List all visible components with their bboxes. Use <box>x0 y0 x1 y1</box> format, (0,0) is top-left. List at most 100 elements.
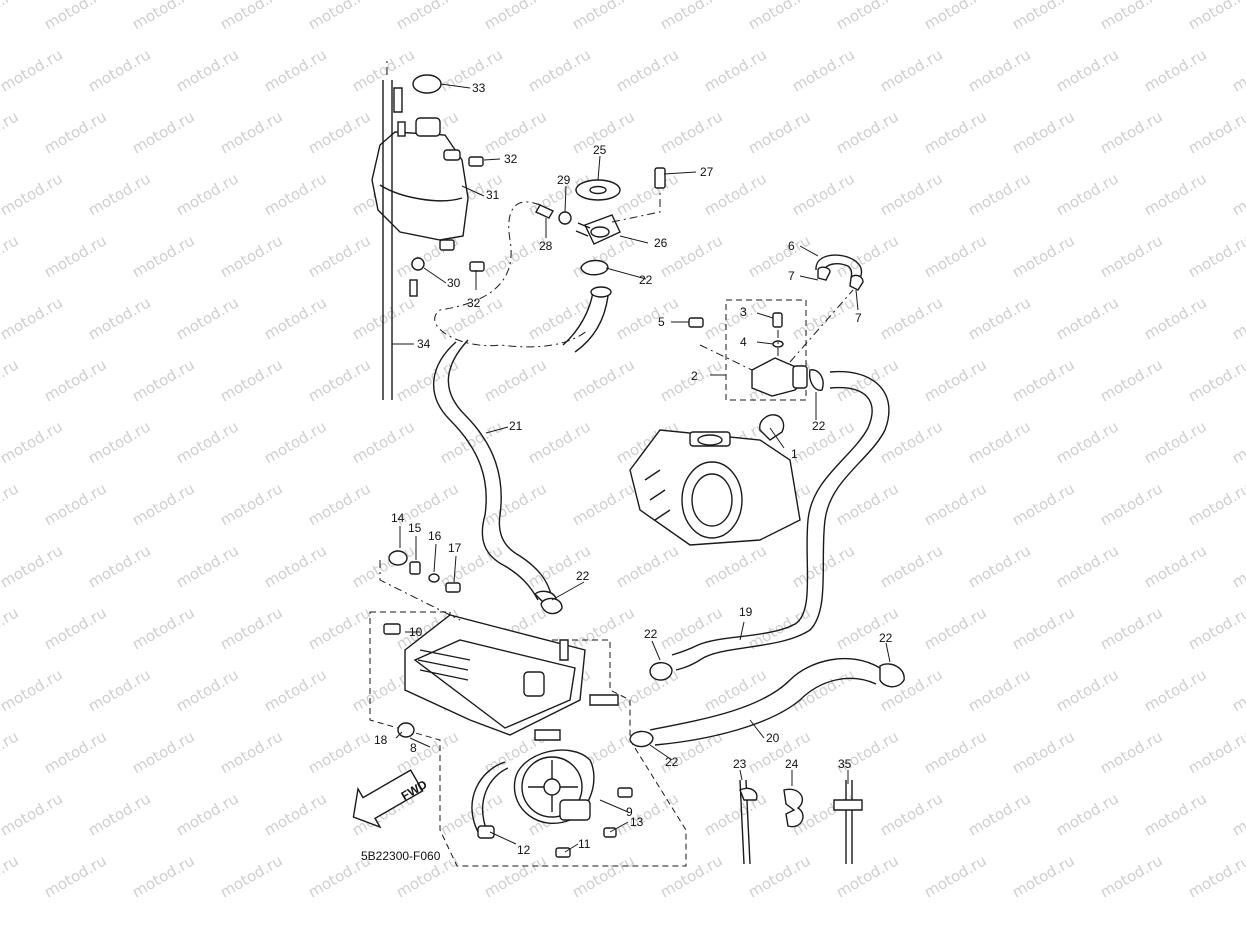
watermark-text: motod.ru <box>0 355 22 405</box>
callout-35: 35 <box>838 757 852 771</box>
reservoir-tank <box>371 117 469 251</box>
watermark-text: motod.ru <box>525 417 594 467</box>
watermark-text: motod.ru <box>41 851 110 901</box>
watermark-layer: motod.ru motod.ru motod.ru motod.ru motod.ru… <box>0 0 1246 901</box>
watermark-text: motod.ru <box>1009 0 1078 33</box>
watermark-text: motod.ru <box>1141 789 1210 839</box>
watermark-text: motod.ru <box>0 541 66 591</box>
watermark-text: motod.ru <box>1053 417 1122 467</box>
watermark-text: motod.ru <box>1185 0 1246 33</box>
watermark-text: motod.ru <box>305 231 374 281</box>
watermark-text: motod.ru <box>481 0 550 33</box>
watermark-text: motod.ru <box>217 107 286 157</box>
callout-10: 10 <box>409 625 423 639</box>
watermark-text: motod.ru <box>1185 851 1246 901</box>
callout-3: 3 <box>740 305 747 319</box>
clamp-22-cap <box>580 259 609 276</box>
watermark-text: motod.ru <box>1097 603 1166 653</box>
watermark-text: motod.ru <box>437 789 506 839</box>
watermark-text: motod.ru <box>1097 0 1166 33</box>
callout-14: 14 <box>391 511 405 525</box>
watermark-text: motod.ru <box>305 727 374 777</box>
callout-9: 9 <box>626 805 633 819</box>
fan-bracket <box>471 761 509 835</box>
watermark-text: motod.ru <box>833 851 902 901</box>
watermark-text: motod.ru <box>877 293 946 343</box>
watermark-text: motod.ru <box>393 231 462 281</box>
watermark-text: motod.ru <box>0 479 22 529</box>
watermark-text: motod.ru <box>305 355 374 405</box>
watermark-text: motod.ru <box>173 169 242 219</box>
watermark-text: motod.ru <box>1053 169 1122 219</box>
watermark-text: motod.ru <box>877 541 946 591</box>
watermark-text: motod.ru <box>1141 665 1210 715</box>
watermark-text: motod.ru <box>1185 107 1246 157</box>
watermark-text: motod.ru <box>921 0 990 33</box>
thermostat <box>759 414 785 441</box>
watermark-text: motod.ru <box>1229 169 1246 219</box>
clamp-22-hose20-right <box>879 663 905 688</box>
callout-28: 28 <box>539 239 553 253</box>
watermark-text: motod.ru <box>481 479 550 529</box>
watermark-text: motod.ru <box>1009 851 1078 901</box>
callout-11: 11 <box>578 837 591 851</box>
watermark-text: motod.ru <box>217 727 286 777</box>
watermark-text: motod.ru <box>965 417 1034 467</box>
watermark-text: motod.ru <box>1141 169 1210 219</box>
callout-15: 15 <box>408 521 422 535</box>
callout-8: 8 <box>410 741 417 755</box>
callout-19: 19 <box>739 605 753 619</box>
collar-15 <box>409 561 421 575</box>
watermark-text: motod.ru <box>217 0 286 33</box>
watermark-text: motod.ru <box>0 665 66 715</box>
watermark-text: motod.ru <box>1053 541 1122 591</box>
callout-7b: 7 <box>855 311 862 325</box>
watermark-text: motod.ru <box>1229 789 1246 839</box>
thermostat-group-box <box>725 299 807 401</box>
watermark-text: motod.ru <box>965 169 1034 219</box>
watermark-text: motod.ru <box>1141 541 1210 591</box>
watermark-text: motod.ru <box>1185 479 1246 529</box>
watermark-text: motod.ru <box>85 417 154 467</box>
watermark-text: motod.ru <box>85 789 154 839</box>
watermark-text: motod.ru <box>0 293 66 343</box>
callout-31: 31 <box>486 188 500 202</box>
cable-tie-35 <box>845 780 853 864</box>
watermark-text: motod.ru <box>877 169 946 219</box>
callout-22f: 22 <box>665 755 679 769</box>
watermark-text: motod.ru <box>701 45 770 95</box>
watermark-text: motod.ru <box>525 541 594 591</box>
grommet-14 <box>388 550 408 566</box>
watermark-text: motod.ru <box>217 355 286 405</box>
watermark-text: motod.ru <box>261 789 330 839</box>
watermark-text: motod.ru <box>41 0 110 33</box>
overflow-hose <box>382 80 393 400</box>
callout-7a: 7 <box>788 269 795 283</box>
watermark-text: motod.ru <box>965 789 1034 839</box>
callout-22d: 22 <box>644 627 658 641</box>
watermark-text: motod.ru <box>129 355 198 405</box>
watermark-text: motod.ru <box>1185 355 1246 405</box>
watermark-text: motod.ru <box>921 603 990 653</box>
watermark-text: motod.ru <box>965 45 1034 95</box>
watermark-text: motod.ru <box>921 355 990 405</box>
callout-33: 33 <box>472 81 486 95</box>
diagram-code: 5B22300-F060 <box>361 849 441 863</box>
callout-12: 12 <box>517 843 531 857</box>
watermark-text: motod.ru <box>129 107 198 157</box>
watermark-text: motod.ru <box>41 727 110 777</box>
watermark-text: motod.ru <box>41 355 110 405</box>
watermark-text: motod.ru <box>569 603 638 653</box>
cylinder-block <box>629 429 801 546</box>
bolt-32-upper <box>468 156 484 167</box>
watermark-text: motod.ru <box>305 603 374 653</box>
watermark-text: motod.ru <box>85 45 154 95</box>
watermark-text: motod.ru <box>921 479 990 529</box>
watermark-text: motod.ru <box>481 851 550 901</box>
watermark-text: motod.ru <box>1053 45 1122 95</box>
watermark-text: motod.ru <box>965 293 1034 343</box>
watermark-text: motod.ru <box>261 169 330 219</box>
watermark-text: motod.ru <box>1009 231 1078 281</box>
watermark-text: motod.ru <box>745 231 814 281</box>
bolt-10 <box>383 623 401 635</box>
